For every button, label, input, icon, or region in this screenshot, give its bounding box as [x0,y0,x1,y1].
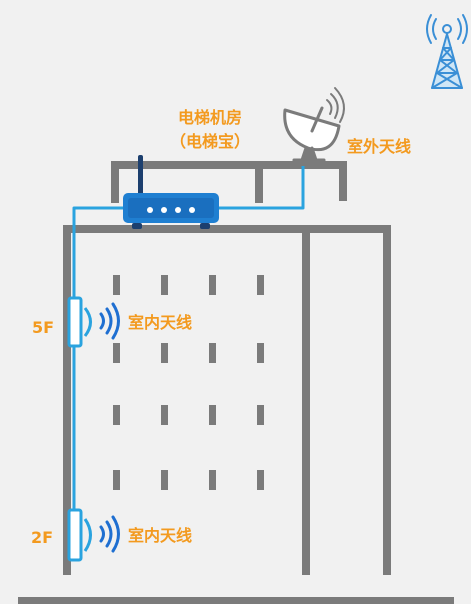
building-windows [113,275,264,490]
signal-cable [72,166,305,512]
building [18,161,454,604]
router-icon [123,155,219,229]
floor-2f-label: 2F [31,528,54,547]
building-left-wall [63,225,71,575]
signal-waves-icon [99,515,120,553]
indoor-antenna-5f [67,296,120,348]
elevator-box-label: （电梯宝） [169,132,250,151]
indoor-antenna-2f-label: 室内天线 [128,526,193,545]
floor-5f-label: 5F [32,318,55,337]
roof-top-bar [111,161,347,169]
ground-line [18,597,454,604]
machine-room-label: 电梯机房 [177,108,242,127]
cell-tower-icon [426,14,468,89]
signal-waves-icon [99,302,120,340]
building-roof [63,225,390,233]
satellite-dish-icon [283,87,345,168]
outdoor-antenna-label: 室外天线 [347,137,412,156]
indoor-antenna-2f [67,508,120,562]
indoor-antenna-5f-label: 室内天线 [128,313,193,332]
building-right-wall [383,225,391,575]
building-inner-wall [302,225,310,575]
